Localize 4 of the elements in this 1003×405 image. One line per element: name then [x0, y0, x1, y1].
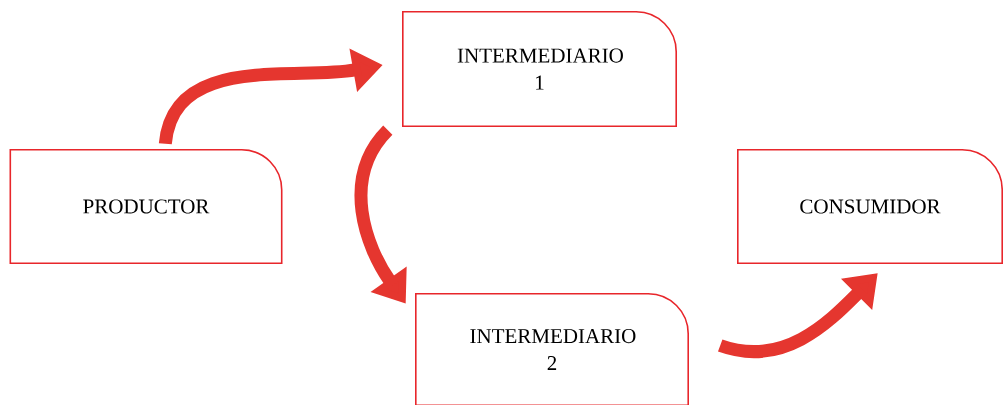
process-box: INTERMEDIARIO 1	[402, 11, 677, 127]
process-box: INTERMEDIARIO 2	[415, 293, 689, 405]
process-box: CONSUMIDOR	[737, 149, 1003, 264]
process-box: PRODUCTOR	[9, 149, 283, 264]
